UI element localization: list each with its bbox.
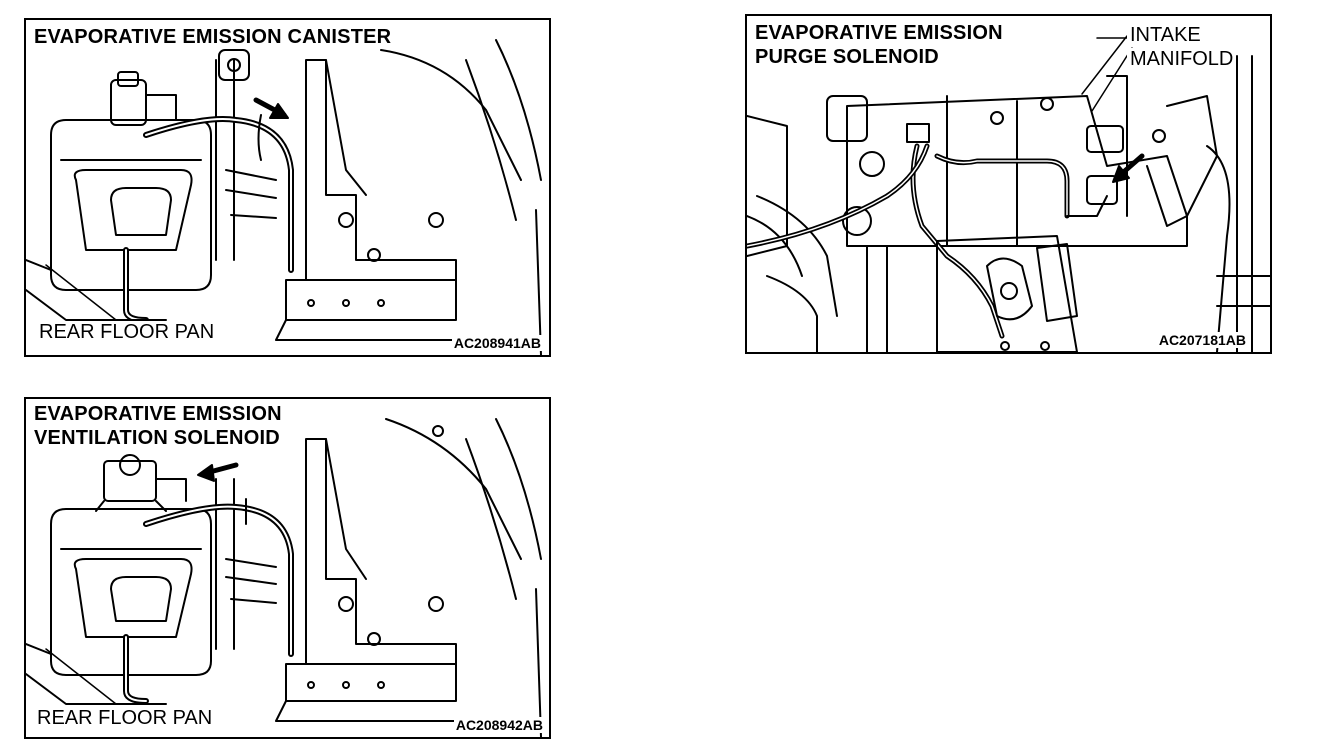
ventilation-title-line2: VENTILATION SOLENOID <box>32 427 284 450</box>
ventilation-figure-code: AC208942AB <box>453 717 545 733</box>
intake-manifold-label-line1: INTAKE <box>1127 24 1204 46</box>
purge-solenoid-illustration <box>747 35 1270 352</box>
intake-manifold-label-line2: MANIFOLD <box>1127 48 1237 70</box>
purge-figure-code: AC207181AB <box>1156 332 1248 348</box>
canister-illustration <box>26 39 542 355</box>
ventilation-solenoid-illustration <box>26 418 542 737</box>
canister-figure-code: AC208941AB <box>451 335 543 351</box>
canister-diagram-panel: EVAPORATIVE EMISSION CANISTER REAR FLOOR… <box>24 18 551 357</box>
ventilation-solenoid-diagram-panel: EVAPORATIVE EMISSION VENTILATION SOLENOI… <box>24 397 551 739</box>
purge-title-line1: EVAPORATIVE EMISSION <box>753 22 1007 45</box>
ventilation-title-line1: EVAPORATIVE EMISSION <box>32 403 286 426</box>
purge-title-line2: PURGE SOLENOID <box>753 46 943 69</box>
canister-floor-pan-label: REAR FLOOR PAN <box>36 321 218 343</box>
canister-title: EVAPORATIVE EMISSION CANISTER <box>32 26 396 49</box>
purge-solenoid-diagram-panel: EVAPORATIVE EMISSION PURGE SOLENOID INTA… <box>745 14 1272 354</box>
ventilation-floor-pan-label: REAR FLOOR PAN <box>34 707 216 729</box>
